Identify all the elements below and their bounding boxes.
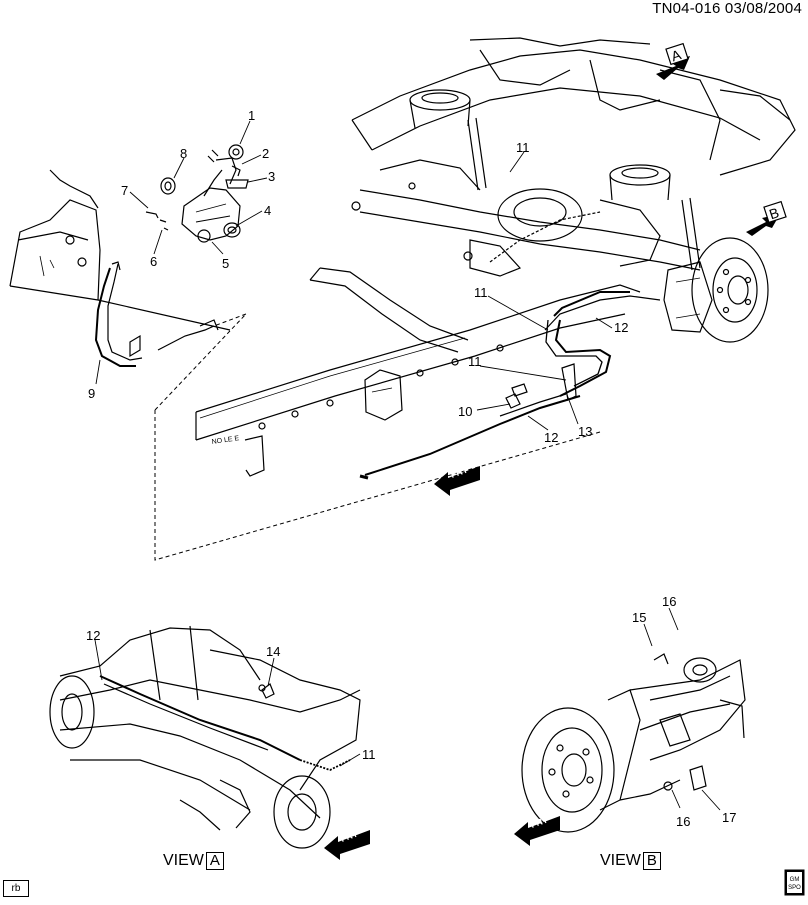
callout-6: 6 xyxy=(150,254,157,269)
view-a-label: VIEW A xyxy=(163,852,224,870)
callout-10: 10 xyxy=(458,404,472,419)
callout-5: 5 xyxy=(222,256,229,271)
callout-16-top: 16 xyxy=(662,594,676,609)
view-a-letter: A xyxy=(205,852,224,870)
view-a-art xyxy=(49,625,361,849)
callout-11-middle: 11 xyxy=(468,354,482,369)
callout-14: 14 xyxy=(266,644,280,659)
drawing-date: 03/08/2004 xyxy=(724,0,802,17)
view-marker-b: B xyxy=(746,200,787,236)
callout-12-upper: 12 xyxy=(614,320,628,335)
front-arrow-view-a: FRT xyxy=(324,828,370,860)
gm-spo-logo: GM SPO xyxy=(784,869,805,896)
logo-text-bottom: SPO xyxy=(788,885,801,891)
pedal-assembly xyxy=(145,144,249,243)
callout-12-view-a: 12 xyxy=(86,628,100,643)
view-b-label: VIEW B xyxy=(600,852,661,870)
callout-labels: 1 2 3 4 5 6 7 8 9 10 11 11 11 11 12 12 1… xyxy=(86,108,736,829)
front-arrow-upper: FRT xyxy=(434,464,480,496)
front-arrow-view-b: FRT xyxy=(514,814,560,846)
frame-stencil: NO LE E xyxy=(211,435,240,446)
view-b-prefix: VIEW xyxy=(600,852,641,869)
cable-run xyxy=(359,291,630,480)
logo-text-top: GM xyxy=(790,877,800,883)
callout-1: 1 xyxy=(248,108,255,123)
callout-11-frame: 11 xyxy=(516,140,530,155)
leader-lines xyxy=(94,120,721,811)
callout-16-bottom: 16 xyxy=(676,814,690,829)
corner-tag: rb xyxy=(3,880,29,897)
callout-11-view-a: 11 xyxy=(362,747,376,762)
callout-3: 3 xyxy=(268,169,275,184)
detail-frame xyxy=(154,313,601,561)
callout-11-upper: 11 xyxy=(474,285,488,300)
callout-8: 8 xyxy=(180,146,187,161)
drawing-code: TN04-016 xyxy=(652,0,721,17)
view-a-prefix: VIEW xyxy=(163,852,204,869)
callout-12-lower: 12 xyxy=(544,430,558,445)
view-b-art xyxy=(521,653,746,833)
callout-15: 15 xyxy=(632,610,646,625)
view-b-letter: B xyxy=(642,852,661,870)
view-marker-a: A xyxy=(656,42,690,80)
drawing-header: TN04-016 03/08/2004 xyxy=(652,0,802,17)
rear-frame-assembly: NO LE E xyxy=(195,37,796,477)
callout-13: 13 xyxy=(578,424,592,439)
callout-2: 2 xyxy=(262,146,269,161)
body-panel xyxy=(9,169,231,367)
callout-4: 4 xyxy=(264,203,271,218)
callout-17: 17 xyxy=(722,810,736,825)
callout-9: 9 xyxy=(88,386,95,401)
callout-7: 7 xyxy=(121,183,128,198)
